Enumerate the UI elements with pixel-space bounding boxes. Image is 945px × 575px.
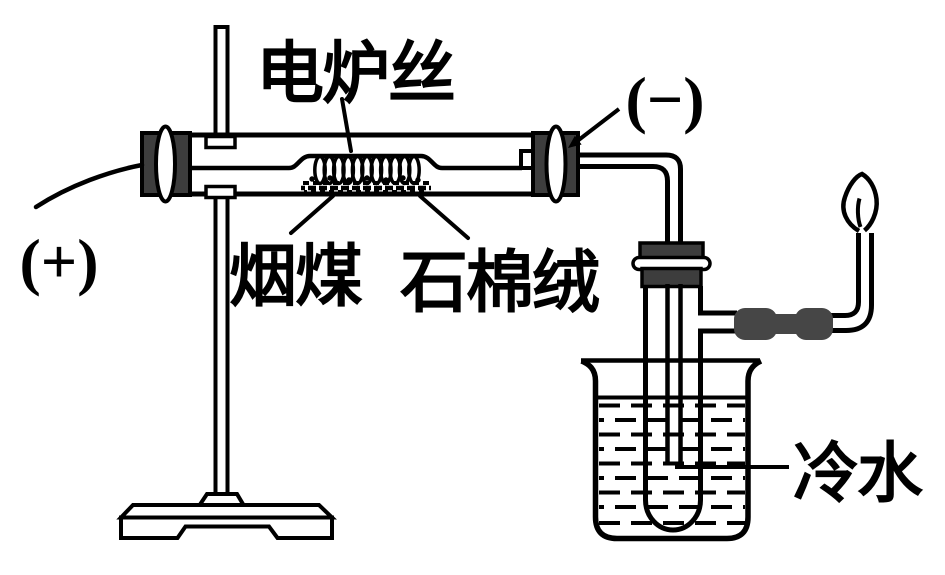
cold-water-label: 冷水: [793, 438, 924, 511]
left-stopper-ring: [154, 124, 177, 204]
negative-terminal-arrowhead: [568, 135, 582, 148]
clamp-jaw-upper: [204, 134, 237, 150]
furnace-tube: [33, 124, 580, 210]
test-tube-side-arm: [698, 310, 737, 334]
coal-sample: [301, 175, 431, 194]
positive-wire: [33, 162, 145, 210]
asbestos-wool-label: 石棉绒: [399, 245, 600, 321]
test-tube-assembly: [631, 241, 737, 533]
burner-tube: [831, 233, 874, 333]
coal-leader-line: [289, 194, 335, 235]
heater-wire-label: 电炉丝: [256, 36, 454, 112]
stand-rod-upper: [213, 25, 230, 139]
coal-label: 烟煤: [229, 239, 363, 315]
positive-terminal-label: (+): [19, 226, 98, 297]
test-tube-stopper-lower: [640, 266, 703, 289]
beaker: [580, 358, 763, 542]
negative-terminal-label: (−): [625, 64, 704, 135]
heater-wire-leader-line: [340, 97, 353, 153]
asbestos-wool-leader-line: [418, 194, 470, 240]
right-stopper-ring: [544, 124, 568, 204]
rubber-connector: [734, 308, 833, 340]
delivery-tube-outer: [578, 152, 683, 247]
beaker-body: [580, 358, 763, 542]
gas-delivery-tube: [578, 152, 683, 247]
clamp-jaw-lower: [204, 184, 237, 200]
water-hatching: [599, 403, 745, 525]
stand-base-front: [119, 515, 334, 540]
burner-assembly: [734, 171, 879, 340]
flame-inner-line: [855, 197, 863, 228]
test-tube: [643, 286, 703, 533]
delivery-tube-inner: [578, 164, 670, 247]
stand-rod-lower: [213, 191, 230, 496]
inner-delivery-tube: [665, 284, 683, 465]
flame-icon: [841, 171, 879, 233]
negative-terminal-leader-line: [574, 107, 621, 144]
labels: 电炉丝 (−) (+) 烟煤 石棉绒 冷水: [19, 36, 926, 511]
